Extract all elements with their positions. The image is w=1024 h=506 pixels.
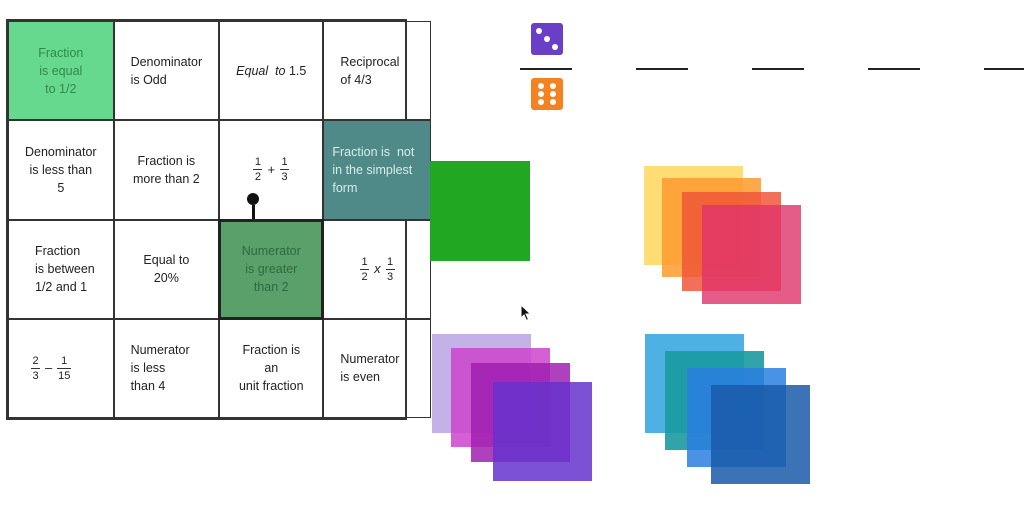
board-cell-not-simplest[interactable]: Fraction is not in the simplest form	[323, 120, 432, 220]
mouse-pointer-icon	[520, 304, 532, 322]
cell-line: is Odd	[130, 72, 167, 87]
cell-line: is less than 5	[29, 162, 93, 195]
denominator: 3	[32, 369, 39, 382]
cell-line: than 4	[130, 379, 166, 394]
operator: –	[45, 360, 53, 376]
answer-blank-2	[752, 68, 804, 70]
orange-die-six-icon[interactable]	[531, 78, 563, 110]
fraction-bar	[520, 68, 572, 70]
cell-line: Fraction is	[137, 153, 196, 168]
operator: x	[374, 261, 381, 277]
cell-value: 1.5	[288, 63, 307, 78]
cell-line: Fraction	[35, 244, 81, 259]
board-cell-equal-half[interactable]: Fraction is equal to 1/2	[8, 21, 114, 121]
board-cell-more-than-2[interactable]: Fraction is more than 2	[113, 120, 220, 220]
board-cell-between-half-one[interactable]: Fraction is between 1/2 and 1	[8, 219, 114, 319]
board-cell-unit-fraction[interactable]: Fraction is an unit fraction	[219, 318, 324, 418]
cell-line: is greater	[245, 262, 298, 277]
cell-line: Fraction is an	[242, 343, 301, 376]
green-piece[interactable]	[430, 161, 530, 261]
numerator: 1	[387, 255, 394, 268]
cell-line: unit fraction	[238, 379, 304, 394]
answer-blank-1	[636, 68, 688, 70]
board-cell-denominator-less-5[interactable]: Denominator is less than 5	[8, 120, 114, 220]
cell-line: Equal to 20%	[143, 253, 190, 286]
game-piece[interactable]	[493, 382, 592, 481]
cell-line: 1/2 and 1	[35, 280, 88, 295]
board-cell-equal-20-percent[interactable]: Equal to 20%	[113, 219, 220, 319]
cell-line: Numerator	[340, 352, 400, 367]
board-cell-equal-1-5[interactable]: Equal to 1.5	[219, 21, 324, 121]
denominator: 2	[254, 171, 262, 184]
cell-line: Fraction	[38, 45, 84, 60]
cell-line: more than 2	[133, 171, 200, 186]
cell-line: in the simplest	[332, 162, 413, 177]
denominator: 3	[281, 171, 288, 184]
answer-blank-4	[984, 68, 1024, 70]
board-cell-denominator-odd[interactable]: Denominator is Odd	[113, 21, 220, 121]
answer-blank-3	[868, 68, 920, 70]
cell-line: Numerator	[130, 343, 190, 358]
pin-marker-icon[interactable]	[247, 193, 261, 221]
denominator: 15	[58, 369, 71, 382]
game-piece[interactable]	[702, 205, 801, 304]
cell-line: Denominator	[25, 144, 97, 159]
cell-line: than 2	[253, 280, 289, 295]
board-cell-reciprocal[interactable]: Reciprocal of 4/3	[323, 21, 432, 121]
cell-line: of 4/3	[340, 72, 372, 87]
board-cell-numerator-greater-2[interactable]: Numerator is greater than 2	[218, 218, 325, 320]
cell-line: Denominator	[130, 54, 203, 69]
cell-line: is less	[130, 361, 166, 376]
purple-die-three-icon[interactable]	[531, 23, 563, 55]
numerator: 1	[61, 354, 68, 367]
cell-line: is equal	[39, 63, 83, 78]
cell-line: Fraction is not	[332, 144, 415, 159]
denominator: 3	[387, 270, 394, 283]
board-cell-numerator-even[interactable]: Numerator is even	[323, 318, 432, 418]
operator: +	[267, 161, 276, 177]
numerator: 2	[32, 354, 39, 367]
board-cell-numerator-less-4[interactable]: Numerator is less than 4	[113, 318, 220, 418]
cell-italic: Equal to	[236, 63, 286, 78]
numerator: 1	[361, 255, 368, 268]
cell-line: Reciprocal	[340, 54, 400, 69]
numerator: 1	[281, 156, 288, 169]
denominator: 2	[361, 270, 368, 283]
numerator: 1	[254, 156, 262, 169]
bingo-board: Fraction is equal to 1/2 Denominator is …	[6, 19, 432, 420]
cell-line: is even	[340, 370, 380, 385]
cell-line: Numerator	[241, 244, 301, 259]
game-piece[interactable]	[711, 385, 810, 484]
cell-line: to 1/2	[45, 81, 77, 96]
cell-line: form	[332, 180, 358, 195]
cell-line: is between	[35, 262, 95, 277]
